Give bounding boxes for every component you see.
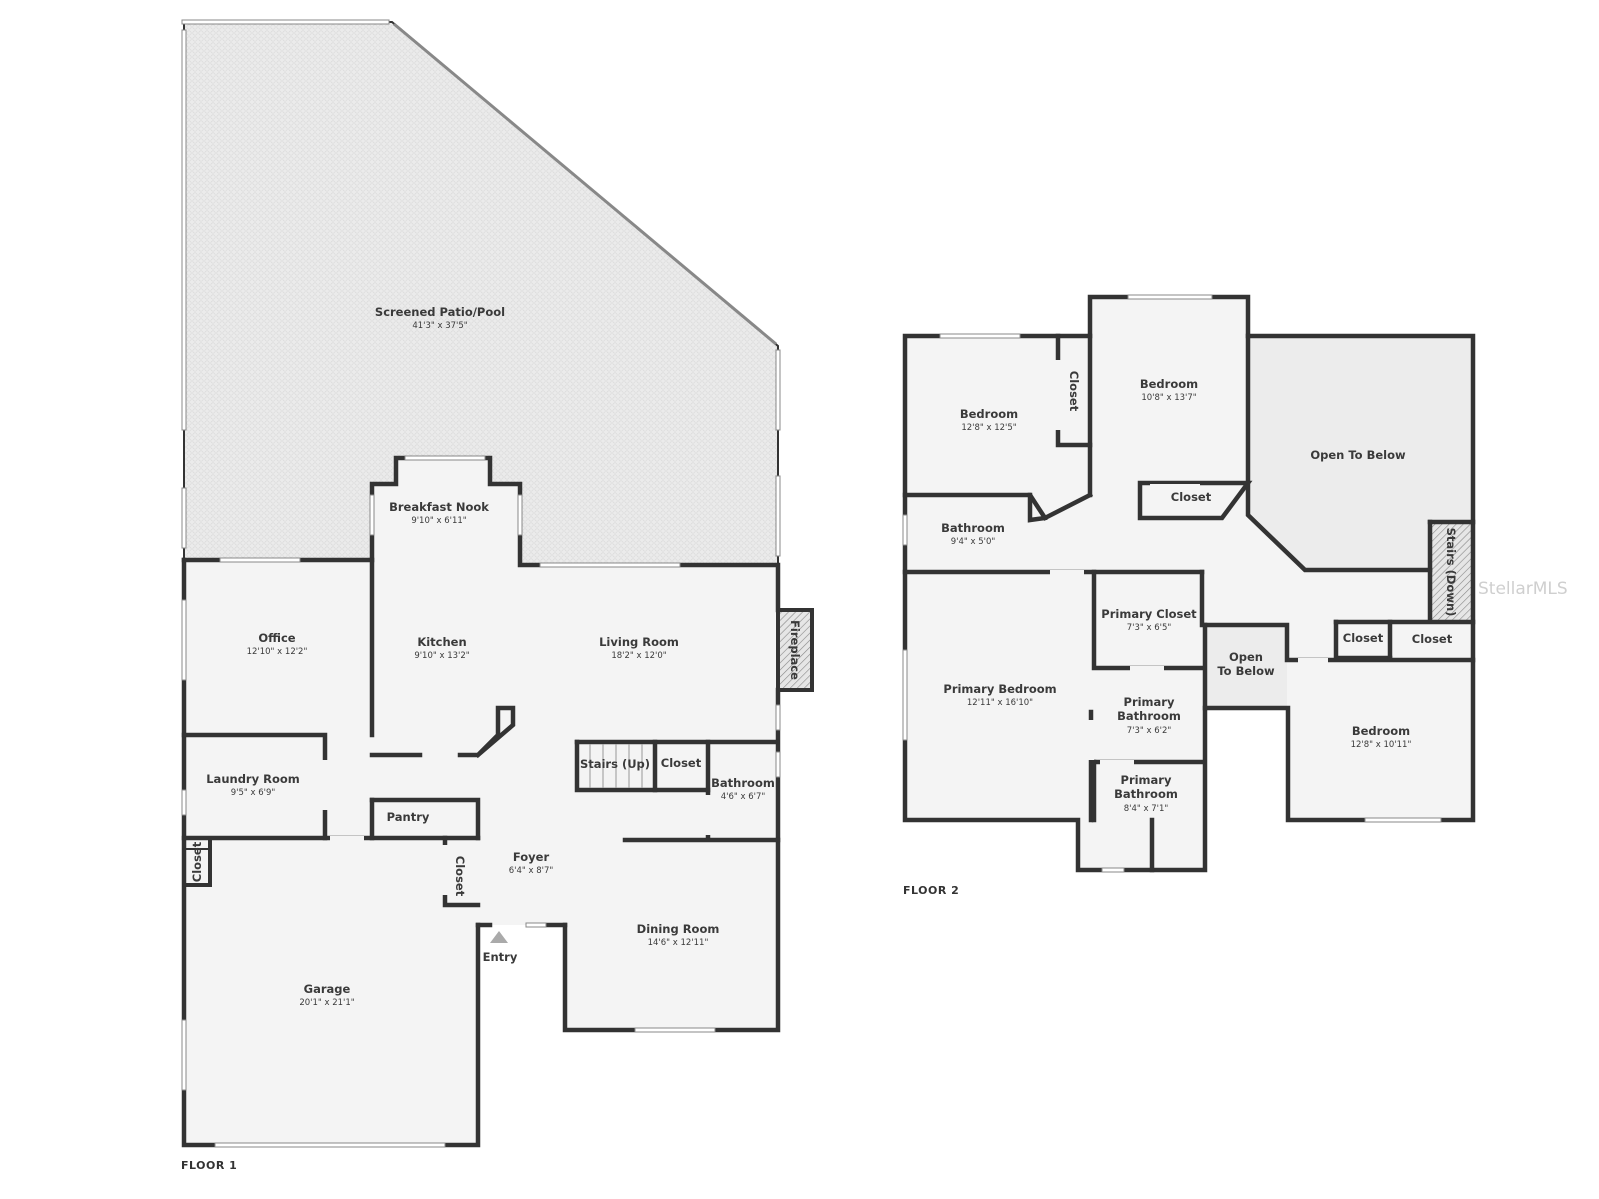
dining-name: Dining Room: [637, 922, 720, 936]
breakfast-name: Breakfast Nook: [389, 500, 489, 514]
foyer-name: Foyer: [513, 850, 550, 864]
closet-garage-left: [182, 836, 212, 887]
room-labels: Screened Patio/Pool 41'3" x 37'5" Breakf…: [181, 305, 1568, 1172]
prim-closet-dim: 7'3" x 6'5": [1127, 623, 1172, 633]
laundry-dim: 9'5" x 6'9": [231, 788, 276, 798]
floor-1-label: FLOOR 1: [181, 1159, 237, 1172]
prim-closet-name: Primary Closet: [1101, 607, 1197, 621]
foyer-dim: 6'4" x 8'7": [509, 866, 554, 876]
patio-area: [184, 22, 778, 565]
floor-1-fill: [184, 458, 812, 1145]
garage-name: Garage: [304, 982, 351, 996]
patio-dim: 41'3" x 37'5": [412, 321, 467, 331]
closet-f1c-name: Closet: [453, 856, 467, 897]
fireplace-name: Fireplace: [788, 620, 802, 680]
bath-f1-dim: 4'6" x 6'7": [721, 792, 766, 802]
stairs-up-treads: [589, 744, 643, 788]
closet-f2b-name: Closet: [1171, 490, 1212, 504]
office-dim: 12'10" x 12'2": [247, 647, 308, 657]
bath-f2-dim: 9'4" x 5'0": [951, 537, 996, 547]
office-name: Office: [258, 631, 295, 645]
kitchen-dim: 9'10" x 13'2": [414, 651, 469, 661]
prim-bath1-line1: Primary: [1124, 695, 1175, 709]
breakfast-dim: 9'10" x 6'11": [411, 516, 466, 526]
closet-f2c-name: Closet: [1343, 631, 1384, 645]
bed-c-dim: 12'8" x 10'11": [1351, 740, 1412, 750]
bed-c-name: Bedroom: [1352, 724, 1410, 738]
floor-2: [902, 294, 1476, 873]
garage-dim: 20'1" x 21'1": [299, 998, 354, 1008]
prim-bed-dim: 12'11" x 16'10": [967, 698, 1033, 708]
entry-arrow-icon: [490, 931, 508, 943]
living-dim: 18'2" x 12'0": [611, 651, 666, 661]
floor-1: [181, 19, 814, 1148]
dining-dim: 14'6" x 12'11": [648, 938, 709, 948]
open-below-small: [1205, 625, 1287, 708]
prim-bed-name: Primary Bedroom: [943, 682, 1056, 696]
closet-f1a-name: Closet: [661, 756, 702, 770]
prim-bath1-line2: Bathroom: [1117, 709, 1181, 723]
stairs-up-name: Stairs (Up): [580, 757, 650, 771]
closet-f1b-name: Closet: [190, 841, 204, 882]
closet-f2d-name: Closet: [1412, 632, 1453, 646]
watermark: StellarMLS: [1478, 579, 1568, 599]
floor-2-label: FLOOR 2: [903, 884, 959, 897]
bed-b-name: Bedroom: [1140, 377, 1198, 391]
prim-bath2-line2: Bathroom: [1114, 787, 1178, 801]
pantry-name: Pantry: [387, 810, 430, 824]
prim-bath2-line1: Primary: [1121, 773, 1172, 787]
laundry-name: Laundry Room: [206, 772, 300, 786]
open-small-line2: To Below: [1217, 664, 1275, 678]
open-below-big: [1250, 336, 1473, 570]
bed-a-dim: 12'8" x 12'5": [961, 423, 1016, 433]
prim-bath1-dim: 7'3" x 6'2": [1127, 726, 1172, 736]
stairs-down-hatch: [1430, 522, 1473, 620]
bath-f1-name: Bathroom: [711, 776, 775, 790]
prim-bath2-dim: 8'4" x 7'1": [1124, 804, 1169, 814]
bath-f2-name: Bathroom: [941, 521, 1005, 535]
closet-f2a-name: Closet: [1067, 371, 1081, 412]
fireplace-hatch: [776, 608, 814, 692]
open-small-line1: Open: [1229, 650, 1263, 664]
patio-name: Screened Patio/Pool: [375, 305, 505, 319]
kitchen-name: Kitchen: [417, 635, 466, 649]
entry-label: Entry: [483, 950, 518, 964]
open-big-name: Open To Below: [1310, 448, 1406, 462]
living-name: Living Room: [599, 635, 679, 649]
stairs-down-name: Stairs (Down): [1444, 528, 1458, 617]
bed-b-dim: 10'8" x 13'7": [1141, 393, 1196, 403]
bed-a-name: Bedroom: [960, 407, 1018, 421]
